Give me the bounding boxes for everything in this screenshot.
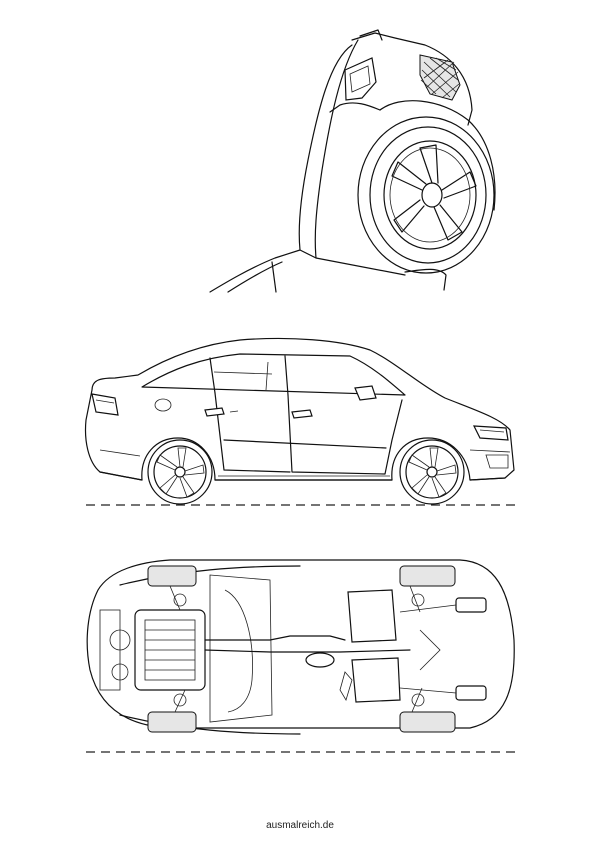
suspension	[169, 585, 441, 713]
drivetrain	[204, 589, 487, 703]
sedan-side-body	[84, 337, 515, 481]
underbody-outline	[86, 559, 515, 735]
site-credit: ausmalreich.de	[266, 820, 334, 831]
engine-block	[99, 609, 206, 691]
underbody-tires	[147, 565, 456, 733]
closeup-wheel	[357, 116, 495, 274]
side-rear-wheel	[147, 439, 213, 505]
side-front-wheel	[399, 439, 465, 505]
